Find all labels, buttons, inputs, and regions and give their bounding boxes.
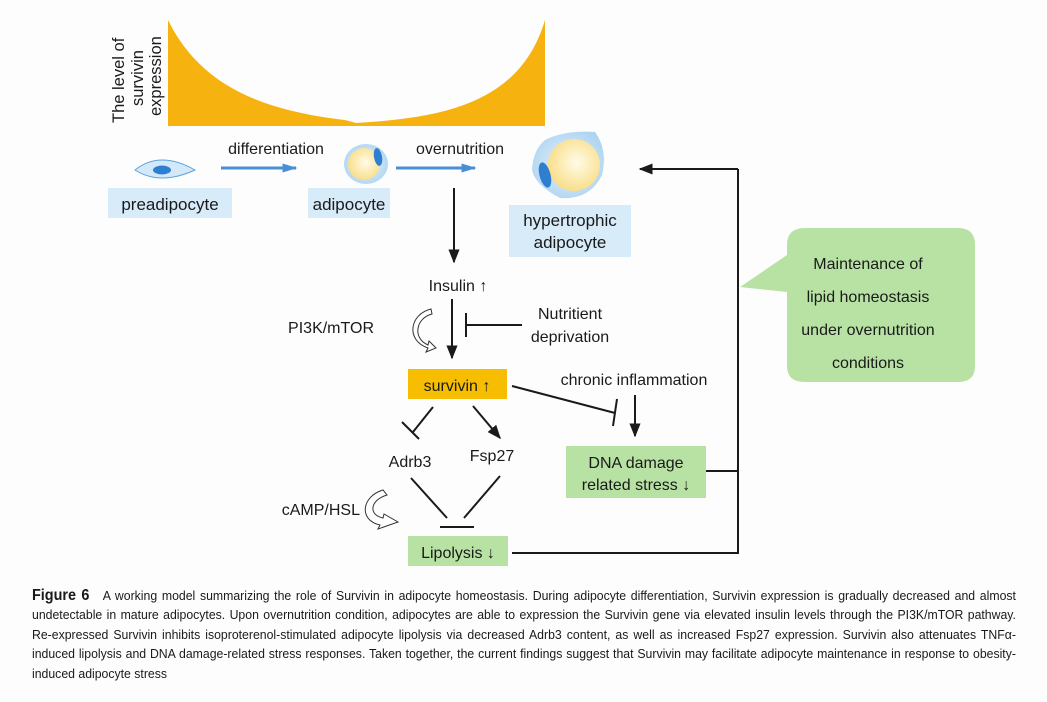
pi3k-curved-arrow-icon <box>412 308 437 353</box>
hypertrophic-adipocyte-cell-icon <box>532 131 604 199</box>
adipocyte-label: adipocyte <box>313 195 386 214</box>
preadipocyte-label: preadipocyte <box>121 195 218 214</box>
preadipocyte-label-box <box>108 188 232 218</box>
camp-curved-arrow-icon <box>364 489 400 530</box>
pi3k-mtor-label: PI3K/mTOR <box>288 320 374 337</box>
lipolysis-box <box>408 536 508 566</box>
expression-axis-label: The level of <box>110 37 128 123</box>
chronic-inflammation-label: chronic inflammation <box>561 372 708 389</box>
survivin-to-fsp27-arrow <box>472 405 501 440</box>
adipocyte-label-box <box>308 188 390 218</box>
callout-line-1: Maintenance of <box>813 256 923 273</box>
survivin-box <box>408 369 507 399</box>
callout-line-2: lipid homeostasis <box>807 289 930 306</box>
working-model-diagram: The level of survivin expression preadip… <box>108 20 975 566</box>
expression-curve: The level of survivin expression <box>110 20 545 126</box>
axis-label-line-2: survivin <box>129 50 147 106</box>
adrb3-to-lipolysis-line <box>410 477 448 519</box>
dna-damage-label-line2: related stress ↓ <box>582 477 690 494</box>
caption-text: A working model summarizing the role of … <box>32 588 1016 681</box>
survivin-to-dna-inhibition-bar <box>612 398 618 427</box>
dna-damage-label-line1: DNA damage <box>588 455 683 472</box>
axis-label-line-1: The level of <box>110 37 128 123</box>
axis-label-line-3: expression <box>147 36 165 116</box>
figure-caption: Figure 6 A working model summarizing the… <box>32 586 1016 683</box>
nutrient-label-line1: Nutritient <box>538 306 603 323</box>
differentiation-label: differentiation <box>228 141 324 158</box>
overnutrition-label: overnutrition <box>416 141 504 158</box>
callout-line-4: conditions <box>832 355 904 372</box>
insulin-label: Insulin ↑ <box>429 278 488 295</box>
fsp27-label: Fsp27 <box>470 448 515 465</box>
survivin-to-adrb3-inhibition-bar <box>401 421 420 440</box>
lipolysis-feedback-line <box>512 169 739 554</box>
camp-hsl-label: cAMP/HSL <box>282 502 360 519</box>
lipid-homeostasis-callout: Maintenance of lipid homeostasis under o… <box>740 228 975 382</box>
dna-damage-box <box>566 446 706 498</box>
hypertrophic-label-line2: adipocyte <box>534 233 607 252</box>
callout-line-3: under overnutrition <box>801 322 934 339</box>
survivin-label: survivin ↑ <box>424 378 491 395</box>
nutrient-label-line2: deprivation <box>531 329 609 346</box>
adrb3-label: Adrb3 <box>389 454 432 471</box>
survivin-to-adrb3-inhibition-line <box>412 406 434 433</box>
hypertrophic-label-line1: hypertrophic <box>523 211 617 230</box>
hypertrophic-adipocyte-label-box <box>509 205 631 257</box>
figure-label: Figure 6 <box>32 587 90 604</box>
fsp27-to-lipolysis-line <box>463 475 501 519</box>
lipolysis-label: Lipolysis ↓ <box>421 545 495 562</box>
survivin-to-dna-inhibition-line <box>511 385 616 414</box>
preadipocyte-cell-icon <box>134 159 197 179</box>
adipocyte-cell-icon <box>344 144 388 184</box>
expression-area <box>168 20 545 126</box>
